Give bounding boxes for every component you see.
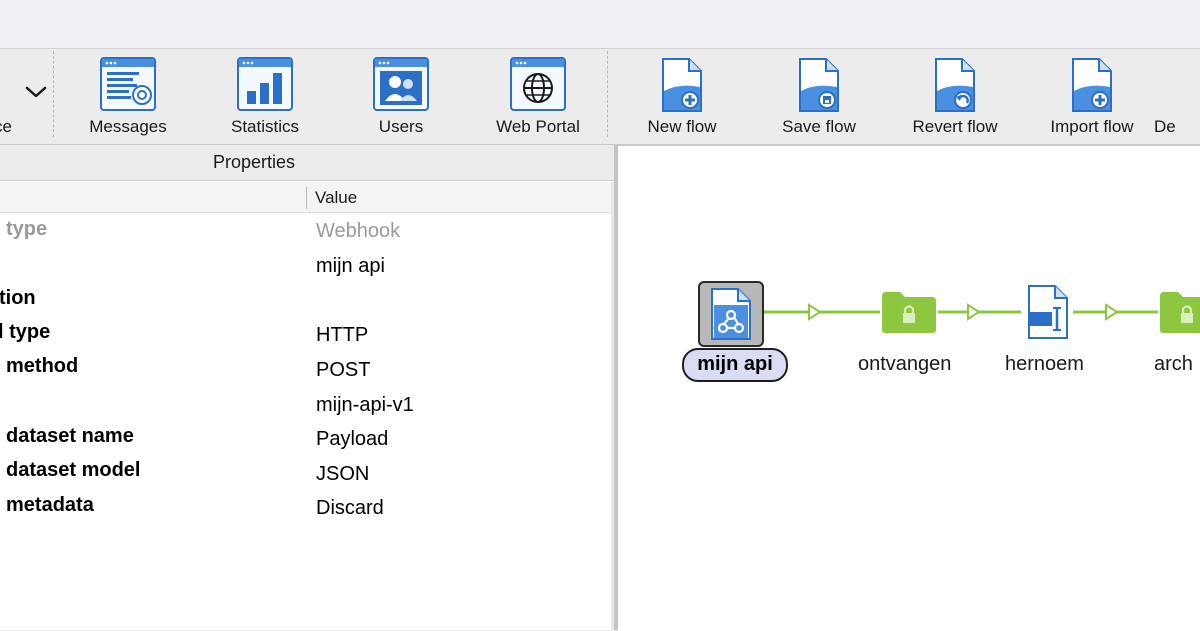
- flow-node-mijn-api[interactable]: [698, 281, 764, 347]
- property-key[interactable]: tion: [0, 287, 36, 309]
- save-flow-icon: [799, 58, 839, 112]
- column-divider[interactable]: [306, 187, 307, 209]
- toolbar-separator: [607, 51, 608, 137]
- flow-canvas[interactable]: mijn api ontvangen hernoem arch: [618, 145, 1200, 631]
- webhook-icon: [711, 288, 751, 340]
- properties-column-header[interactable]: Value: [0, 182, 612, 213]
- statistics-icon: [237, 57, 293, 111]
- properties-header: Properties: [0, 145, 614, 181]
- chevron-down-icon[interactable]: [24, 85, 48, 99]
- revert-flow-icon: [935, 58, 975, 112]
- new-flow-icon: [662, 58, 702, 112]
- property-key[interactable]: dataset model: [6, 459, 141, 481]
- cut-toolbar-label: De: [1154, 117, 1176, 136]
- import-flow-button[interactable]: Import flow: [1037, 57, 1147, 143]
- properties-scrollbar-track[interactable]: [611, 182, 614, 630]
- value-column-header[interactable]: Value: [315, 188, 358, 207]
- properties-title: Properties: [212, 152, 296, 172]
- web-portal-icon: [510, 57, 566, 111]
- users-icon: [373, 57, 429, 111]
- flow-node-label[interactable]: ontvangen: [858, 353, 952, 375]
- web-portal-button[interactable]: Web Portal: [483, 57, 593, 143]
- arrow-icon: [808, 303, 822, 321]
- revert-flow-button[interactable]: Revert flow: [900, 57, 1010, 143]
- cut-toolbar-button[interactable]: De: [1145, 57, 1200, 143]
- folder-lock-icon[interactable]: [1158, 290, 1200, 334]
- messages-label: Messages: [89, 117, 167, 136]
- flow-node-label[interactable]: arch: [1154, 353, 1193, 375]
- property-value[interactable]: POST: [316, 359, 371, 381]
- main-toolbar: ce Messages Statistics: [0, 49, 1200, 145]
- new-flow-label: New flow: [647, 117, 717, 136]
- rename-icon[interactable]: [1025, 284, 1071, 340]
- statistics-label: Statistics: [230, 117, 300, 136]
- toolbar-separator: [53, 51, 54, 137]
- flow-node-label[interactable]: hernoem: [1005, 353, 1084, 375]
- import-flow-icon: [1072, 58, 1112, 112]
- property-key[interactable]: dataset name: [6, 425, 134, 447]
- users-button[interactable]: Users: [346, 57, 456, 143]
- users-label: Users: [378, 117, 424, 136]
- property-value[interactable]: mijn api: [316, 255, 385, 277]
- window-title-bar: [0, 0, 1200, 49]
- save-flow-label: Save flow: [782, 117, 856, 136]
- property-value[interactable]: Payload: [316, 428, 389, 450]
- statistics-button[interactable]: Statistics: [210, 57, 320, 143]
- toolbar-cut-label[interactable]: ce: [0, 117, 12, 136]
- flow-connectors: [763, 303, 1158, 321]
- messages-button[interactable]: Messages: [73, 57, 183, 143]
- property-value[interactable]: Webhook: [316, 220, 401, 242]
- property-value[interactable]: mijn-api-v1: [316, 394, 414, 416]
- property-key[interactable]: metadata: [6, 494, 94, 516]
- folder-lock-icon[interactable]: [880, 290, 938, 334]
- arrow-icon: [967, 303, 981, 321]
- property-value[interactable]: Discard: [316, 497, 384, 519]
- import-flow-label: Import flow: [1050, 117, 1134, 136]
- property-key[interactable]: type: [6, 218, 48, 240]
- save-flow-button[interactable]: Save flow: [764, 57, 874, 143]
- new-flow-button[interactable]: New flow: [627, 57, 737, 143]
- property-value[interactable]: HTTP: [316, 324, 369, 346]
- properties-panel: Properties Value type Webhook mijn api t…: [0, 145, 614, 630]
- arrow-icon: [1105, 303, 1119, 321]
- panel-splitter[interactable]: [614, 145, 618, 630]
- messages-icon: [100, 57, 156, 111]
- property-key[interactable]: l type: [0, 321, 51, 343]
- property-key[interactable]: method: [6, 355, 79, 377]
- web-portal-label: Web Portal: [496, 117, 580, 136]
- flow-node-label[interactable]: mijn api: [682, 348, 788, 382]
- property-value[interactable]: JSON: [316, 463, 370, 485]
- revert-flow-label: Revert flow: [912, 117, 998, 136]
